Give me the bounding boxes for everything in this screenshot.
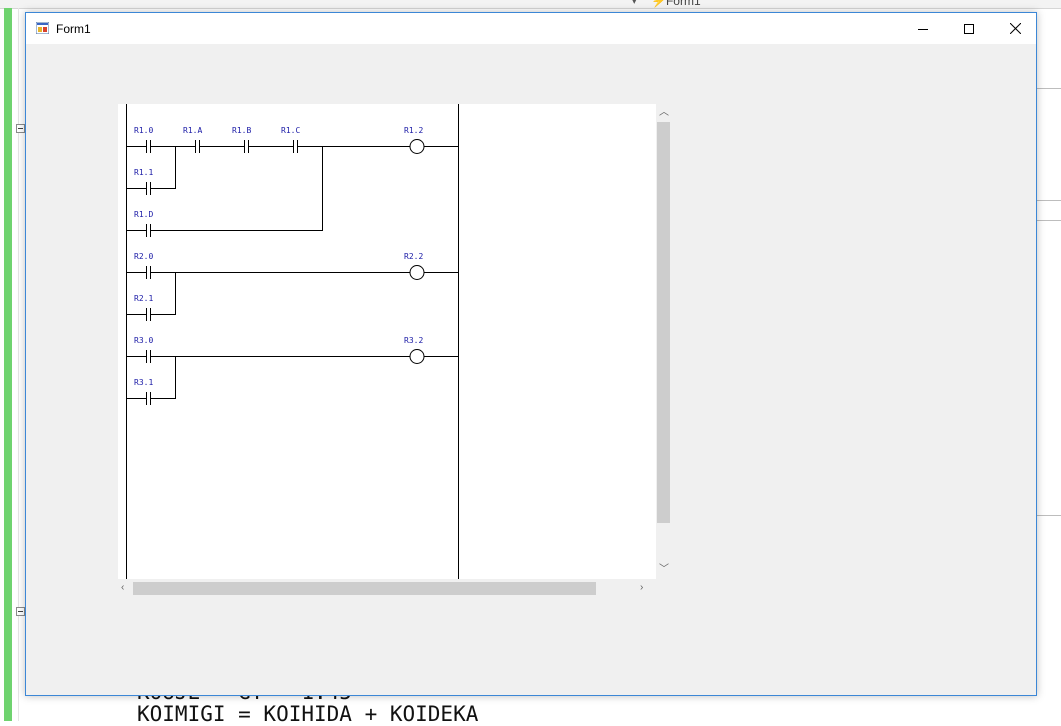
contact-r1-0: [146, 140, 151, 153]
contact-label: R1.0: [134, 126, 153, 135]
editor-line: [1037, 88, 1061, 89]
ladder-diagram: R1.0 R1.A R1.B R1.C R1.2 R1.1 R1.D R2.0 …: [126, 104, 459, 579]
contact-label: R1.C: [281, 126, 300, 135]
scroll-up-icon[interactable]: ︿: [659, 107, 669, 118]
contact-r1-c: [293, 140, 298, 153]
coil-label: R1.2: [404, 126, 423, 135]
contact-label: R3.0: [134, 336, 153, 345]
coil-r2-2: [409, 265, 425, 280]
horizontal-scrollbar[interactable]: ‹ ›: [118, 579, 656, 597]
ide-tab-label: Form1: [665, 0, 701, 8]
contact-r1-b: [244, 140, 249, 153]
close-button[interactable]: [992, 13, 1038, 44]
contact-label: R2.1: [134, 294, 153, 303]
window-title: Form1: [56, 22, 91, 36]
coil-label: R2.2: [404, 252, 423, 261]
contact-r1-d: [146, 224, 151, 237]
ladder-canvas[interactable]: R1.0 R1.A R1.B R1.C R1.2 R1.1 R1.D R2.0 …: [118, 104, 656, 579]
contact-label: R1.A: [183, 126, 202, 135]
maximize-icon: [964, 23, 974, 34]
horizontal-scroll-thumb[interactable]: [133, 582, 596, 595]
collapse-icon[interactable]: [16, 607, 25, 616]
coil-r1-2: [409, 139, 425, 154]
vertical-scroll-thumb[interactable]: [657, 122, 670, 523]
vertical-scrollbar[interactable]: ︿ ﹀: [656, 104, 671, 579]
contact-r2-1: [146, 308, 151, 321]
close-icon: [1009, 23, 1021, 34]
minimize-button[interactable]: [900, 13, 946, 44]
code-line: KOIMIGI = KOIHIDA + KOIDEKA: [137, 702, 479, 726]
ide-tab[interactable]: ⚡Form1: [651, 0, 701, 8]
winforms-app-icon: [36, 22, 49, 34]
coil-r3-2: [409, 349, 425, 364]
ladder-panel: R1.0 R1.A R1.B R1.C R1.2 R1.1 R1.D R2.0 …: [118, 104, 671, 597]
scroll-left-icon[interactable]: ‹: [121, 582, 125, 593]
minimize-icon: [918, 28, 928, 30]
contact-r2-0: [146, 266, 151, 279]
scroll-right-icon[interactable]: ›: [640, 582, 644, 593]
contact-label: R3.1: [134, 378, 153, 387]
dropdown-arrow-icon[interactable]: ▾: [632, 0, 637, 6]
form-window: Form1: [25, 12, 1037, 696]
coil-label: R3.2: [404, 336, 423, 345]
maximize-button[interactable]: [946, 13, 992, 44]
editor-line: [1037, 200, 1061, 201]
contact-r1-1: [146, 182, 151, 195]
collapse-icon[interactable]: [16, 124, 25, 133]
contact-label: R1.D: [134, 210, 153, 219]
scrollbar-corner: [656, 579, 671, 597]
contact-r3-0: [146, 350, 151, 363]
editor-gutter: [18, 8, 19, 721]
change-indicator-bar: [4, 8, 12, 721]
editor-line: [1037, 515, 1061, 516]
title-bar[interactable]: Form1: [26, 13, 1036, 44]
ide-toolbar: [0, 0, 1061, 9]
contact-r1-a: [195, 140, 200, 153]
contact-label: R2.0: [134, 252, 153, 261]
editor-line: [1037, 220, 1061, 221]
contact-r3-1: [146, 392, 151, 405]
contact-label: R1.B: [232, 126, 251, 135]
contact-label: R1.1: [134, 168, 153, 177]
scroll-down-icon[interactable]: ﹀: [659, 564, 669, 575]
